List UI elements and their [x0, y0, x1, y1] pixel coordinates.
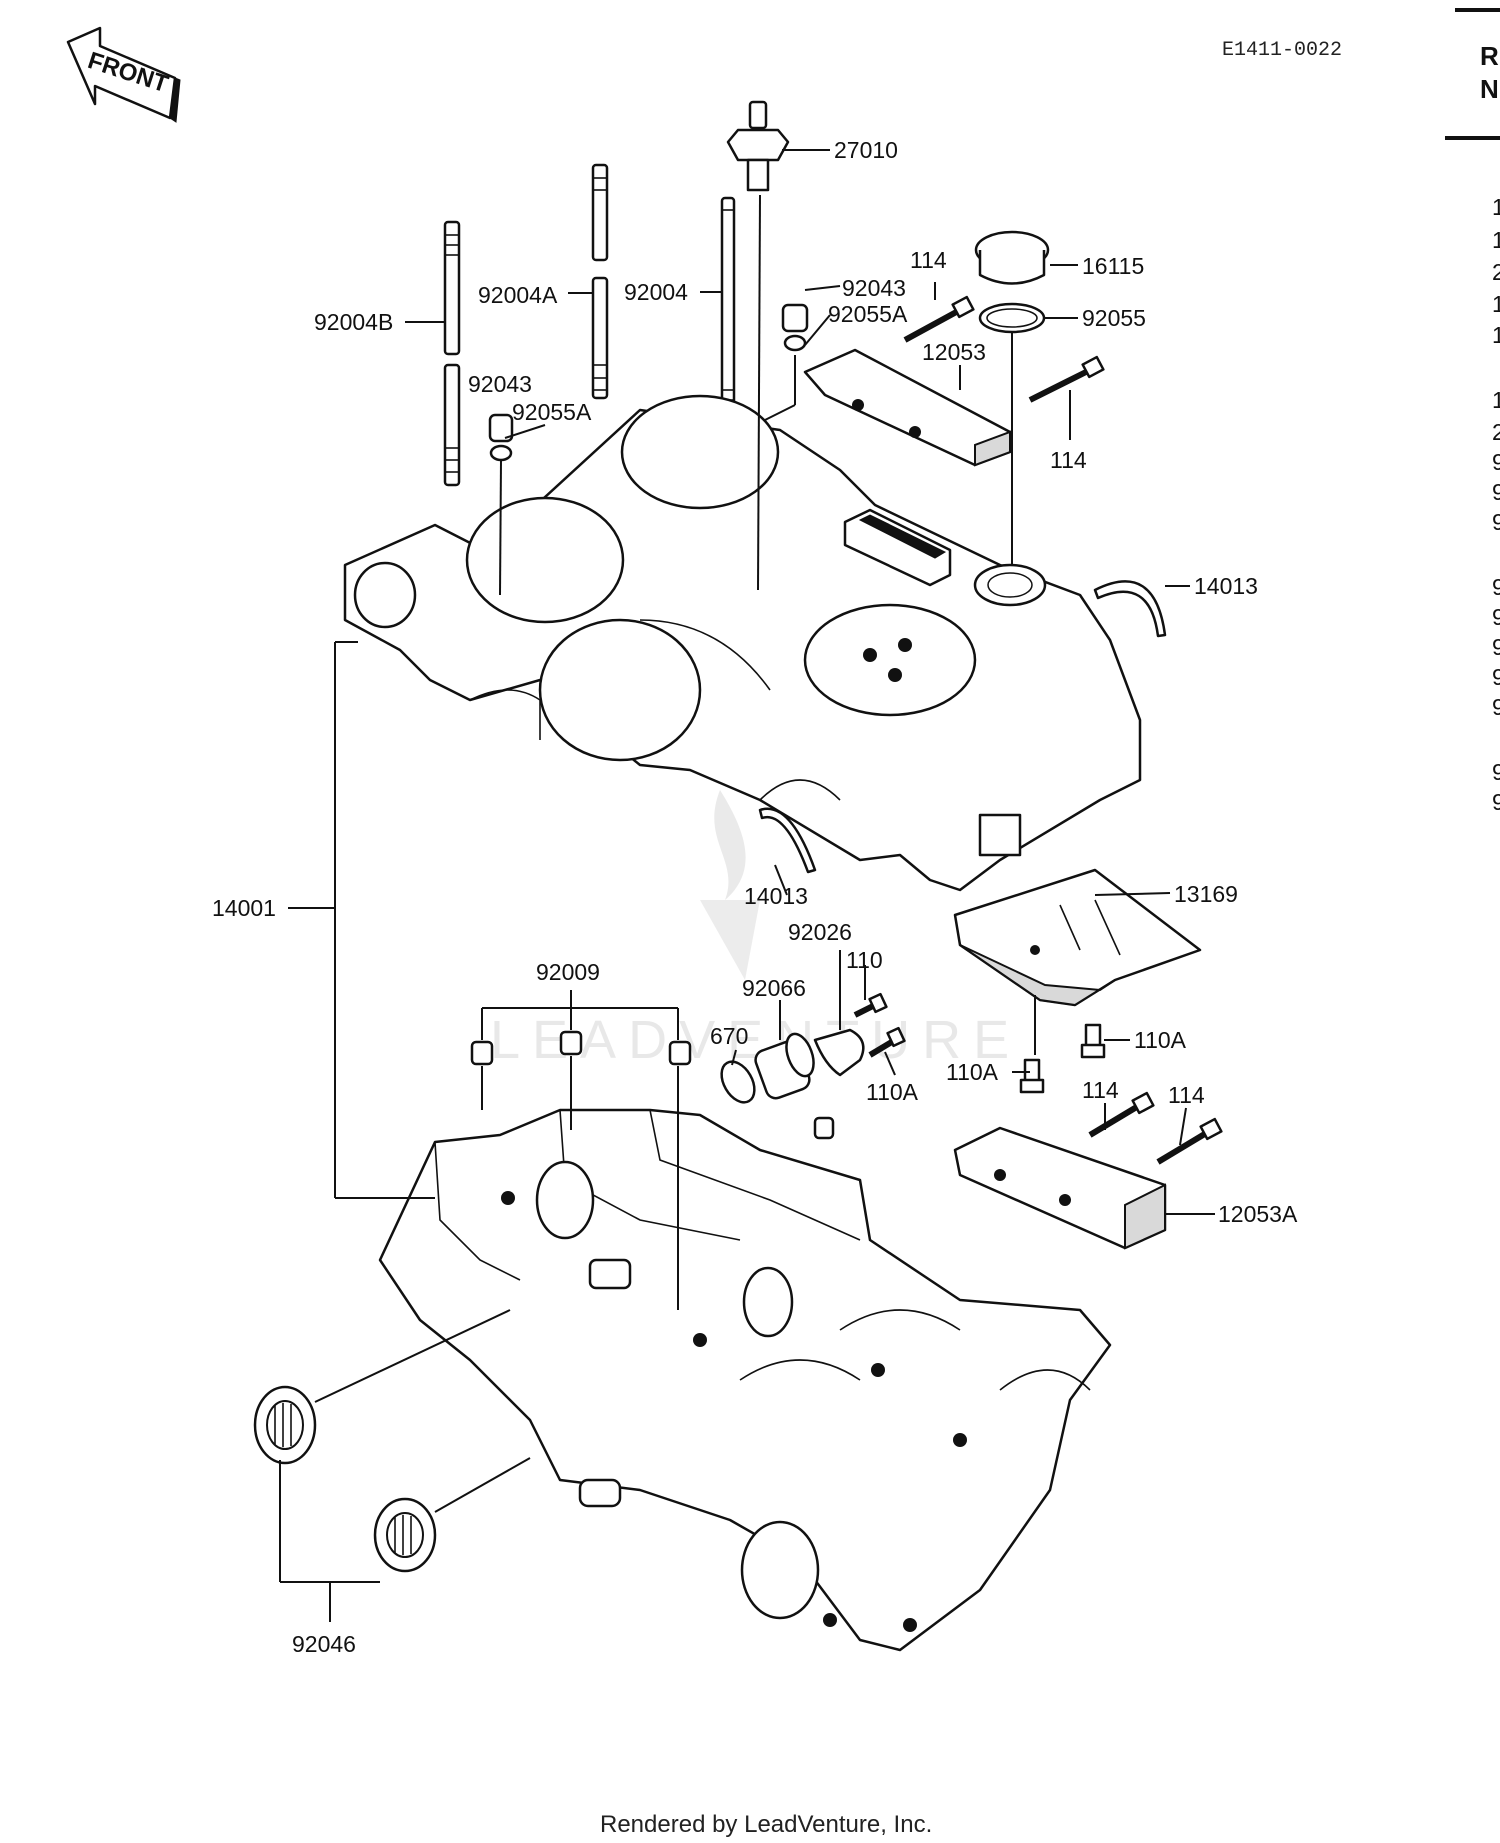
bolt-114-low-2	[1156, 1117, 1223, 1165]
callout-92066: 92066	[742, 975, 806, 1001]
bolt-114-low-1	[1088, 1091, 1155, 1138]
callout-110A-right: 110A	[1134, 1027, 1187, 1053]
callout-92004B: 92004B	[314, 309, 393, 335]
side-fragment: 1	[1492, 387, 1500, 413]
callout-92055: 92055	[1082, 305, 1146, 331]
stud-92004B	[443, 220, 461, 487]
bolt-110A-low	[1019, 1058, 1045, 1094]
callout-114-right: 114	[1050, 447, 1087, 473]
dowel-pin-92043-top	[781, 303, 809, 352]
bolt-110A-right	[1080, 1023, 1106, 1059]
plug-92009-a	[470, 1040, 494, 1066]
callout-110A-mid: 110A	[946, 1059, 999, 1085]
right-edge-column: R N 1 1 2 1 1 1 2 9 9 9 9 9 9 9 9 9 9	[1445, 8, 1500, 815]
callout-labels: 27010 92004B 92004A 92004 92043 92055A 9…	[212, 137, 1298, 1657]
callout-92026: 92026	[788, 919, 852, 945]
callout-110A-low: 110A	[866, 1079, 919, 1105]
plate-92026	[813, 1028, 865, 1077]
plug-small	[813, 1116, 835, 1140]
side-text-top: R	[1480, 41, 1499, 71]
side-fragment: 1	[1492, 322, 1500, 348]
callout-12053A: 12053A	[1218, 1201, 1298, 1227]
side-fragment: 9	[1492, 694, 1500, 720]
callout-13169: 13169	[1174, 881, 1238, 907]
side-fragment: 9	[1492, 759, 1500, 785]
callout-114-top: 114	[910, 247, 947, 273]
upper-crankcase	[343, 394, 1142, 892]
oil-pan-baffle-13169	[953, 868, 1202, 1007]
callout-92055A-top: 92055A	[828, 301, 908, 327]
plug-92009-c	[668, 1040, 692, 1066]
side-fragment: 9	[1492, 449, 1500, 475]
callout-114-low-1: 114	[1082, 1077, 1119, 1103]
side-fragment: 9	[1492, 604, 1500, 630]
stud-92004A	[591, 163, 609, 400]
callout-92009: 92009	[536, 959, 600, 985]
bolt-114-top	[903, 295, 975, 343]
side-fragment: 1	[1492, 194, 1500, 220]
callout-110: 110	[846, 947, 883, 973]
breather-cover-12053A	[953, 1126, 1167, 1250]
side-fragment: 9	[1492, 789, 1500, 815]
leader-lines	[279, 149, 1215, 1622]
breather-cover-12053	[803, 348, 1012, 467]
front-arrow: FRONT	[66, 26, 181, 123]
callout-12053: 12053	[922, 339, 986, 365]
drawing-code: E1411-0022	[1222, 39, 1342, 62]
callout-92046: 92046	[292, 1631, 356, 1657]
callout-16115: 16115	[1082, 253, 1144, 279]
bolt-110A-mid	[868, 1026, 906, 1058]
needle-bearing-92046-a	[253, 1385, 317, 1465]
side-fragment: 9	[1492, 664, 1500, 690]
callout-92004A: 92004A	[478, 282, 558, 308]
callout-14013-right: 14013	[1194, 573, 1258, 599]
callout-92055A-left: 92055A	[512, 399, 592, 425]
side-fragment: 1	[1492, 291, 1500, 317]
oring-670	[720, 1060, 756, 1104]
callout-92004: 92004	[624, 279, 688, 305]
oil-pressure-switch	[726, 100, 790, 192]
plug-92066	[754, 1032, 815, 1100]
side-fragment: 2	[1492, 259, 1500, 285]
bearing-half-14013-mid	[758, 807, 817, 874]
side-fragment: 9	[1492, 509, 1500, 535]
oil-filler-cap	[974, 230, 1050, 334]
side-fragment: 9	[1492, 634, 1500, 660]
callout-114-low-2: 114	[1168, 1082, 1205, 1108]
needle-bearing-92046-b	[373, 1497, 437, 1573]
watermark-logo	[695, 790, 760, 980]
footer-credit: Rendered by LeadVenture, Inc.	[600, 1811, 932, 1838]
side-fragment: 1	[1492, 227, 1500, 253]
plug-92009-b	[559, 1030, 583, 1056]
bolt-110	[853, 992, 888, 1018]
callout-670: 670	[710, 1023, 748, 1049]
callout-92043-top: 92043	[842, 275, 906, 301]
side-text-bottom: N	[1480, 74, 1499, 104]
bolt-114-right	[1028, 355, 1105, 403]
stud-92004	[720, 196, 736, 412]
callout-27010: 27010	[834, 137, 898, 163]
callout-14001: 14001	[212, 895, 276, 921]
side-fragment: 9	[1492, 479, 1500, 505]
callout-92043-left: 92043	[468, 371, 532, 397]
side-fragment: 9	[1492, 574, 1500, 600]
dowel-pin-92043-left	[488, 413, 514, 462]
callout-14013-mid: 14013	[744, 883, 808, 909]
lower-crankcase	[378, 1108, 1112, 1652]
bearing-half-14013-right	[1093, 580, 1167, 638]
side-fragment: 2	[1492, 419, 1500, 445]
